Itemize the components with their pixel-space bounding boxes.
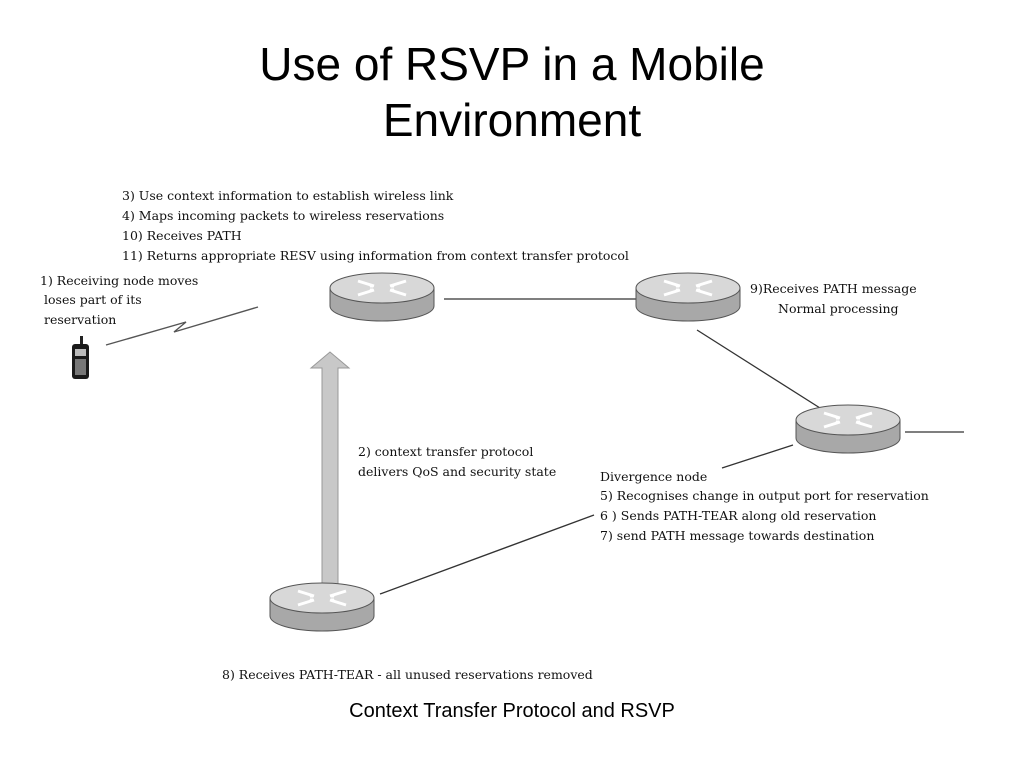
router-icon (634, 271, 742, 323)
note-divergence-title: Divergence node (600, 469, 707, 484)
note-router-right-1: 9)Receives PATH message (750, 281, 917, 296)
note-divergence-6: 6 ) Sends PATH-TEAR along old reservatio… (600, 508, 876, 523)
note-divergence-5: 5) Recognises change in output port for … (600, 488, 929, 503)
router-icon (268, 581, 376, 633)
note-top-10: 10) Receives PATH (122, 228, 242, 243)
link-right-to-divergence (696, 329, 821, 409)
lightning-icon (105, 306, 259, 346)
link-divergence-to-note (721, 444, 794, 469)
note-context-1: 2) context transfer protocol (358, 444, 533, 459)
note-mobile-1: 1) Receiving node moves (40, 273, 198, 288)
context-transfer-arrow (309, 351, 351, 591)
note-context-2: delivers QoS and security state (358, 464, 556, 479)
note-divergence-7: 7) send PATH message towards destination (600, 528, 874, 543)
slide-title-line-1: Use of RSVP in a Mobile (259, 38, 765, 90)
slide-title-line-2: Environment (382, 94, 642, 146)
note-bottom-8: 8) Receives PATH-TEAR - all unused reser… (222, 667, 593, 682)
note-top-11: 11) Returns appropriate RESV using infor… (122, 248, 629, 263)
note-top-3: 3) Use context information to establish … (122, 188, 454, 203)
note-router-right-2: Normal processing (778, 301, 899, 316)
note-mobile-3: reservation (44, 312, 116, 327)
router-icon (794, 403, 902, 455)
router-icon (328, 271, 436, 323)
note-mobile-2: loses part of its (44, 292, 142, 307)
note-top-4: 4) Maps incoming packets to wireless res… (122, 208, 444, 223)
slide-title: Use of RSVP in a Mobile Environment (0, 36, 1024, 148)
slide-caption: Context Transfer Protocol and RSVP (349, 700, 675, 722)
mobile-phone-icon (72, 336, 89, 379)
link-bottom-to-note (379, 514, 595, 595)
